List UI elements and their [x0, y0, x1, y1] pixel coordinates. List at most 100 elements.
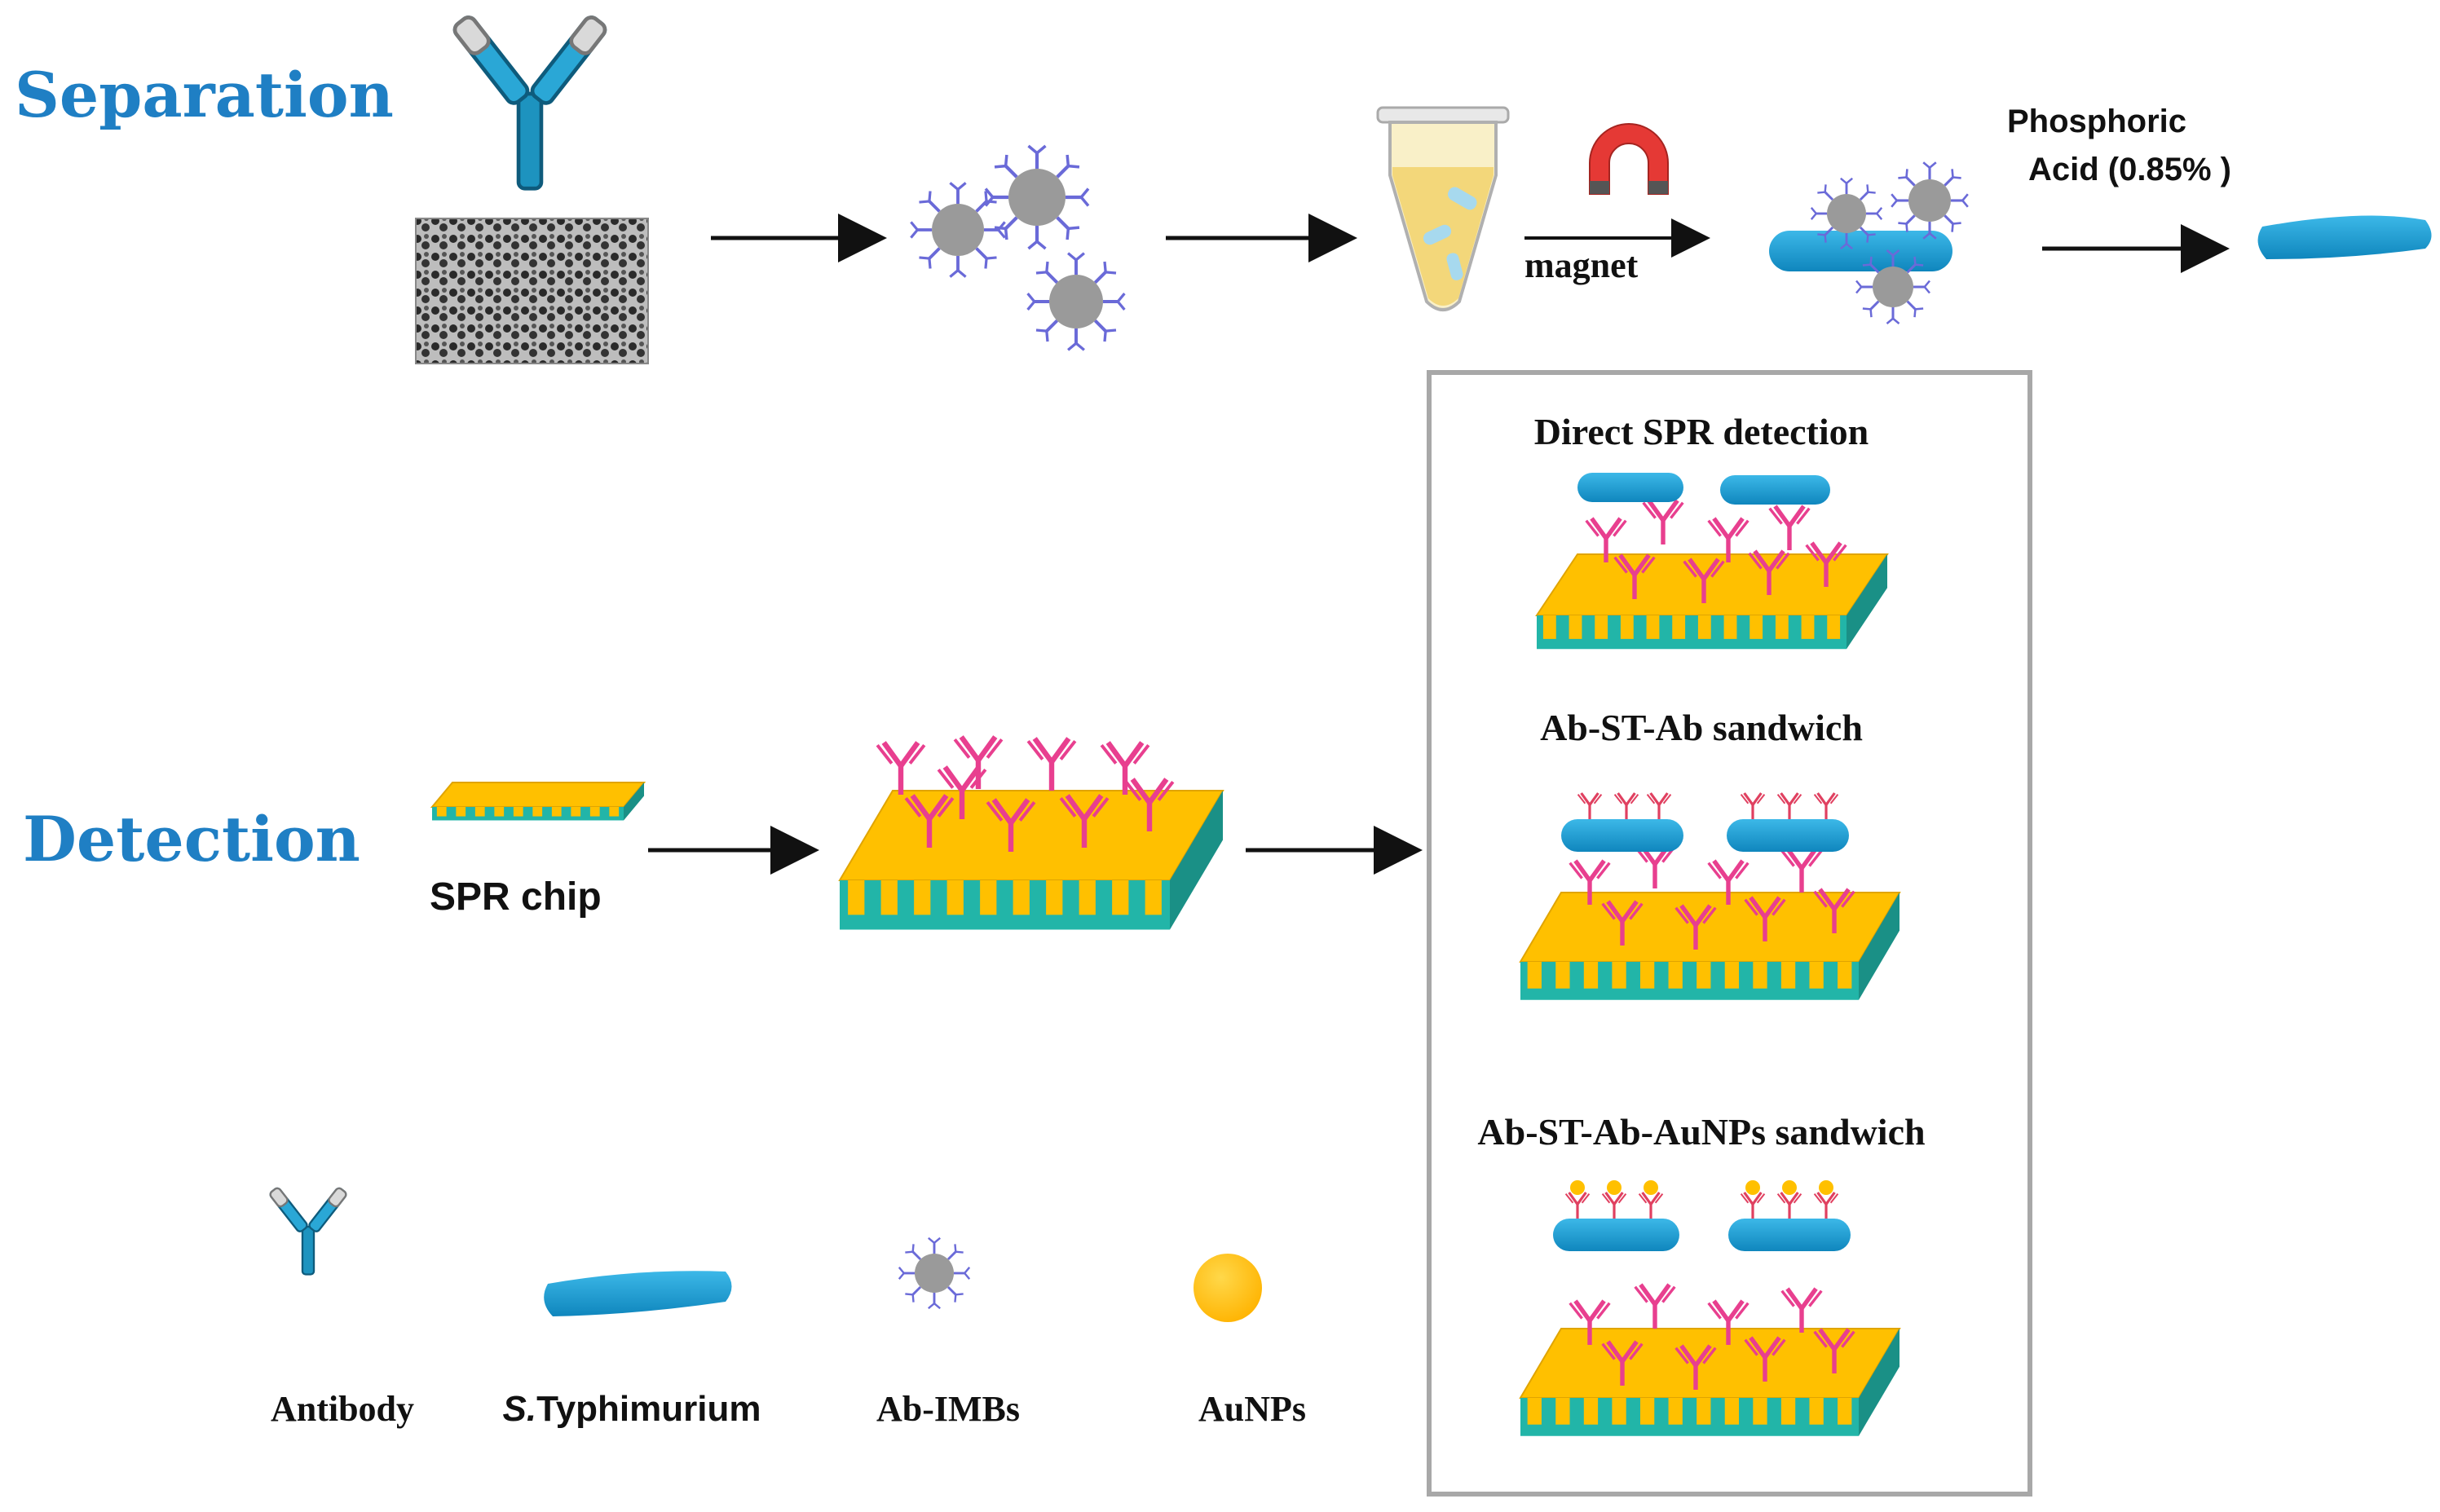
capture-antibody [904, 794, 955, 848]
capture-antibody [1674, 904, 1717, 950]
capture-antibody [1813, 792, 1839, 819]
capture-antibody [1776, 1192, 1802, 1219]
capture-antibody [876, 741, 926, 795]
capture-antibody [986, 798, 1036, 852]
capture-antibody [1776, 792, 1802, 819]
capture-antibody [1642, 499, 1684, 544]
magnet-icon [1589, 123, 1669, 195]
capture-antibody [1638, 1192, 1664, 1219]
imb-particle [1855, 249, 1930, 324]
capture-antibody [937, 765, 987, 819]
aunp-label [1745, 1180, 1760, 1195]
aunp-label [1607, 1180, 1622, 1195]
spr-chip-body [1519, 1328, 1901, 1436]
sample-tube-icon [1376, 106, 1510, 311]
imb-particle [984, 144, 1090, 250]
capture-antibody [1577, 792, 1603, 819]
capture-antibody [1707, 517, 1749, 562]
sandwich-detection-chip [1519, 792, 1901, 1000]
legend-bacteria-genus: S. [503, 1389, 537, 1429]
magnet-label: magnet [1524, 245, 1639, 285]
capture-antibody [1601, 900, 1644, 946]
bacterium-cell [1577, 473, 1683, 502]
legend-bacterium-icon [544, 1271, 732, 1316]
legend-aunp-icon [1194, 1254, 1262, 1322]
bacterium-cell [1720, 475, 1830, 505]
capture-antibody [1813, 1192, 1839, 1219]
capture-antibody [1059, 794, 1110, 848]
capture-antibody [1585, 517, 1627, 562]
capture-antibody [1780, 1287, 1823, 1333]
capture-antibody [1601, 1340, 1644, 1386]
detection-modes-panel [1427, 370, 2032, 1497]
spr-chip-body [838, 790, 1224, 930]
spr-chip-icon [430, 782, 646, 821]
capture-antibody [1613, 553, 1656, 599]
direct-spr-title: Direct SPR detection [1534, 411, 1869, 452]
imb-particle [1026, 252, 1126, 351]
capture-antibody [1564, 1192, 1591, 1219]
legend-bacteria-species: Typhimurium [536, 1389, 761, 1429]
capture-antibody [1744, 1336, 1786, 1382]
legend-bacteria-label: S.Typhimurium [503, 1389, 761, 1429]
legend-antibody-label: Antibody [271, 1389, 414, 1429]
released-bacterium [2257, 215, 2432, 259]
capture-antibody [1768, 505, 1811, 550]
capture-antibody [1744, 896, 1786, 941]
antibody-functionalized-chip [838, 735, 1224, 930]
acid-label-line1: Phosphoric [2007, 104, 2186, 139]
antibody-icon [452, 15, 607, 191]
capture-antibody [1683, 558, 1725, 603]
aunp-label [1570, 1180, 1585, 1195]
capture-antibody [1707, 1299, 1749, 1345]
capture-antibody [1748, 549, 1790, 595]
aunp-label [1819, 1180, 1833, 1195]
detection-heading: Detection [23, 803, 360, 875]
captured-bacterium [1769, 231, 1952, 271]
capture-antibody [1813, 1328, 1855, 1373]
capture-antibody [1613, 792, 1639, 819]
capture-antibody [1646, 792, 1672, 819]
capture-antibody [1780, 847, 1823, 893]
aunp-label [1644, 1180, 1658, 1195]
imb-particle [898, 1236, 971, 1310]
acid-label-line2: Acid (0.85% ) [2028, 152, 2231, 187]
aunp-sandwich-title: Ab-ST-Ab-AuNPs sandwich [1477, 1111, 1925, 1153]
imb-particle [910, 182, 1006, 278]
capture-antibody [1601, 1192, 1627, 1219]
aunp-sandwich-detection-chip [1519, 1180, 1901, 1436]
capture-antibody [1569, 1299, 1611, 1345]
imb-particle [1891, 161, 1969, 240]
sandwich-title: Ab-ST-Ab sandwich [1540, 707, 1863, 748]
capture-antibody [953, 735, 1004, 789]
capture-antibody [1634, 1283, 1676, 1329]
direct-detection-chip [1535, 473, 1889, 650]
capture-antibody [1740, 1192, 1766, 1219]
capture-antibody [1674, 1344, 1717, 1390]
capture-antibody [1805, 541, 1847, 587]
legend-aunp-label: AuNPs [1198, 1389, 1306, 1429]
bacterium-cell [1561, 819, 1683, 852]
legend-imb-icon [898, 1236, 971, 1310]
bacterium-cell [1727, 819, 1849, 852]
aunp-label [1782, 1180, 1797, 1195]
capture-antibody [1569, 859, 1611, 905]
capture-antibody [1813, 888, 1855, 933]
separation-heading: Separation [15, 59, 394, 131]
legend-imb-label: Ab-IMBs [876, 1389, 1020, 1429]
capture-antibody [1124, 778, 1175, 831]
capture-antibody [1740, 792, 1766, 819]
capture-antibody [1100, 741, 1150, 795]
legend-antibody-icon [269, 1187, 347, 1276]
capture-antibody [1707, 859, 1749, 905]
capture-antibody [1026, 737, 1077, 791]
imb-particle [1810, 177, 1883, 250]
spr-chip-label: SPR chip [430, 875, 602, 919]
ab-imbs-cluster [910, 144, 1126, 351]
bacterium-cell [1728, 1219, 1851, 1251]
bacterium-cell [1553, 1219, 1679, 1251]
magnetic-bead-micrograph [415, 218, 649, 364]
spr-chip-body [430, 782, 646, 821]
